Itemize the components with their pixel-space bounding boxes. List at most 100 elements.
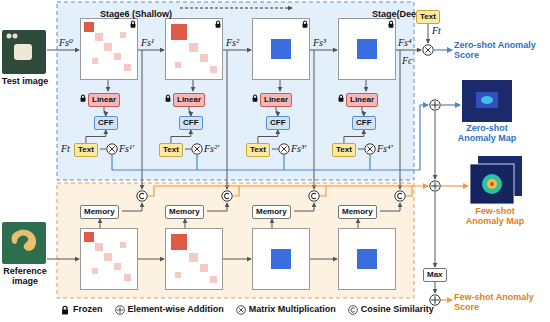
node-label: CFF (98, 118, 114, 127)
node-label: Linear (350, 95, 374, 104)
wire (138, 259, 164, 260)
legend-symbol (115, 305, 125, 315)
node-label: Text (163, 145, 179, 154)
linear-box: Linear (260, 93, 292, 107)
attention-map (339, 229, 396, 290)
wire (100, 219, 101, 228)
legend-symbol (348, 305, 358, 315)
feature-label: Fs⁴ (398, 37, 411, 48)
heat-region (481, 96, 493, 104)
node-label: CFF (270, 118, 286, 127)
feature-wires (47, 24, 435, 293)
cff-box: CFF (94, 116, 118, 130)
wire (358, 219, 359, 228)
attention-map (81, 19, 138, 80)
node-label: Memory (256, 207, 287, 216)
node-label: Reference image (0, 266, 50, 286)
attention-map (339, 19, 396, 80)
legend-symbol (60, 305, 70, 315)
test-image (2, 30, 46, 74)
legend-item: Frozen (60, 304, 103, 315)
wire (310, 259, 337, 260)
connector (258, 130, 278, 143)
multiply-symbol (279, 144, 289, 154)
test-object (7, 34, 12, 39)
cosine-symbol (137, 191, 147, 201)
lock-icon (131, 21, 136, 28)
cff-box: CFF (352, 116, 376, 130)
wire (441, 185, 468, 186)
depth-arrow (180, 8, 292, 9)
linear-box: Linear (173, 93, 205, 107)
legend-text: Matrix Multiplication (249, 304, 336, 315)
node-label: Memory (84, 207, 115, 216)
legend-symbol (348, 305, 357, 314)
lock-icon (389, 21, 394, 28)
wire (47, 259, 79, 260)
linear-box: Linear (88, 93, 120, 107)
wire (100, 149, 106, 150)
lock-icon (216, 21, 221, 28)
few-shot-map-image (470, 164, 514, 204)
wire (108, 80, 109, 91)
attention-map (166, 19, 223, 80)
wire (227, 50, 228, 189)
attention-map (253, 229, 310, 290)
feature-label: Fs²′ (204, 143, 219, 154)
memory-box: Memory (165, 205, 204, 219)
memory-box: Memory (338, 205, 377, 219)
feature-label: Ft (61, 143, 70, 154)
reference-image (2, 222, 46, 264)
map-caption: Few-shot Anomaly Map (460, 160, 530, 226)
wire (272, 149, 278, 150)
wire (314, 50, 315, 189)
add-symbol (430, 181, 440, 191)
lock-icon (303, 21, 308, 28)
legend-text: Cosine Similarity (361, 304, 434, 315)
legend-item: Matrix Multiplication (236, 304, 336, 315)
node-label: Text (420, 12, 436, 21)
wire (380, 203, 400, 211)
wire (441, 104, 460, 105)
cosine-symbol (222, 191, 232, 201)
wire (358, 149, 364, 150)
lock-icon (166, 95, 171, 102)
heat-region (487, 179, 497, 189)
wire (185, 219, 186, 228)
wire (272, 219, 273, 228)
wire (435, 281, 436, 293)
legend-item: Cosine Similarity (348, 304, 434, 315)
wire (112, 105, 428, 170)
text-box: Text (332, 143, 356, 157)
wire (233, 186, 239, 196)
cff-box: CFF (266, 116, 290, 130)
connector (189, 107, 191, 116)
heat-region (476, 92, 498, 108)
text-box: Text (74, 143, 98, 157)
feature-label: Fs⁰ (59, 37, 73, 48)
multiply-symbol (192, 144, 202, 154)
multiply-symbol (423, 45, 433, 55)
heat-region (490, 182, 494, 186)
attention-map (253, 19, 310, 80)
node-label: Linear (264, 95, 288, 104)
feature-label: Fs² (226, 37, 239, 48)
node-label: CFF (356, 118, 372, 127)
wire (428, 24, 429, 43)
cff-box: CFF (179, 116, 203, 130)
reference-object (12, 230, 36, 251)
wire (320, 186, 326, 196)
wire (283, 155, 284, 170)
memory-box: Memory (80, 205, 119, 219)
wire (122, 203, 142, 211)
test-branch-panel (57, 2, 414, 180)
wire (280, 80, 281, 91)
node-label: Text (250, 145, 266, 154)
add-symbol (430, 100, 440, 110)
node-label: Text (336, 145, 352, 154)
feature-label: Fs³ (313, 37, 326, 48)
wire (441, 299, 452, 300)
stage-panel: Stage6 (Shallow)Stage(Deep)LinearLinearL… (57, 2, 414, 180)
map-caption: Zero-shot Anomaly Map (452, 80, 522, 143)
connector (344, 130, 364, 143)
